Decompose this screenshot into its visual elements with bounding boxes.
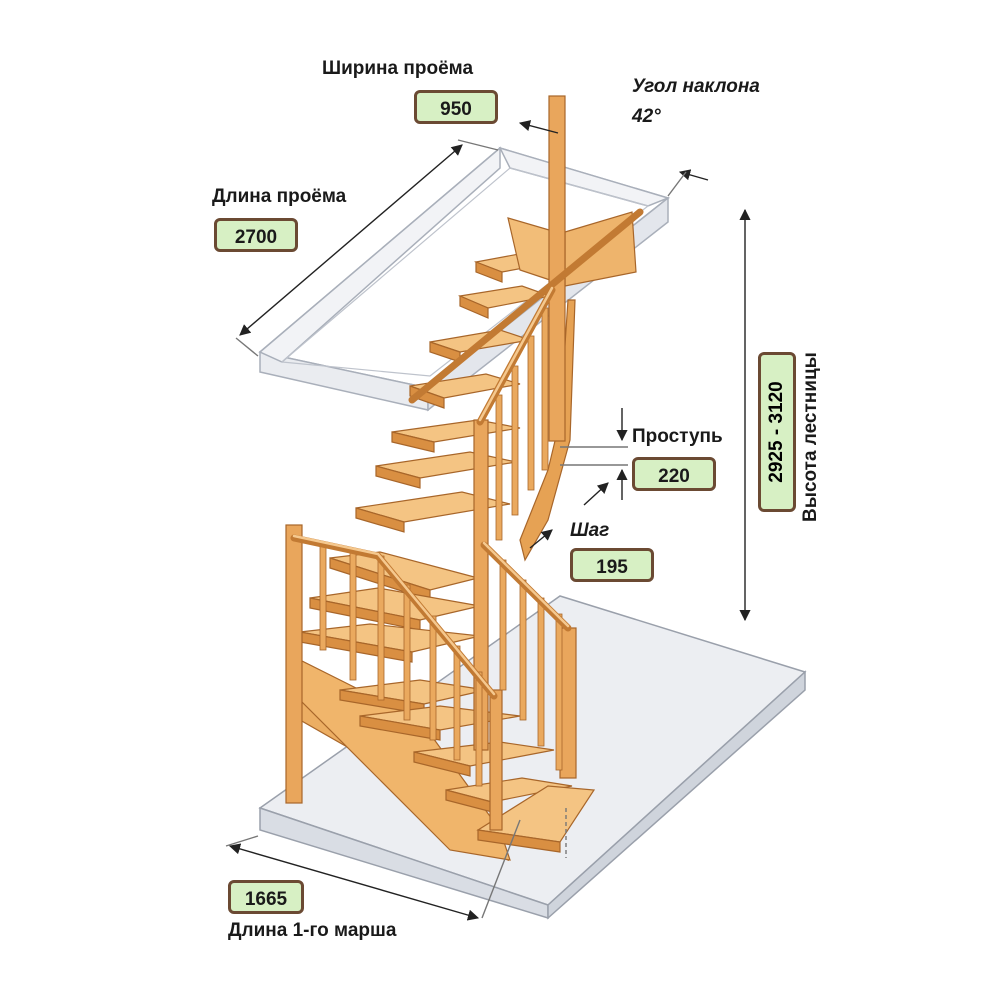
balusters bbox=[319, 307, 563, 787]
opening-length-label: Длина проёма bbox=[212, 186, 347, 207]
baluster bbox=[429, 615, 437, 741]
baluster bbox=[541, 307, 549, 471]
lower-tread-nosing bbox=[477, 829, 561, 853]
step-label: Шаг bbox=[570, 520, 610, 541]
step-value: 195 bbox=[570, 548, 654, 582]
first-flight-label: Длина 1-го марша bbox=[228, 920, 397, 941]
stair-height-label: Высота лестницы bbox=[800, 352, 821, 522]
step-dimension bbox=[583, 482, 609, 506]
baluster bbox=[319, 544, 327, 651]
baluster bbox=[349, 549, 357, 681]
baluster bbox=[499, 559, 507, 691]
newel-posts bbox=[285, 95, 577, 831]
incline-angle-value: 42° bbox=[632, 106, 661, 127]
opening-width-dimension bbox=[518, 120, 559, 134]
lower-tread-nosing bbox=[413, 751, 471, 777]
baluster bbox=[511, 365, 519, 516]
baluster bbox=[527, 335, 535, 491]
first-flight-dimension bbox=[228, 843, 480, 921]
opening-length-value: 2700 bbox=[214, 218, 298, 252]
lower-tread-nosing bbox=[359, 715, 441, 741]
opening-width-label: Ширина проёма bbox=[322, 58, 474, 79]
incline-angle-label: Угол наклона bbox=[632, 76, 760, 97]
baluster bbox=[403, 584, 411, 721]
opening-width-value: 950 bbox=[414, 90, 498, 124]
tread-value: 220 bbox=[632, 457, 716, 491]
baluster bbox=[537, 597, 545, 747]
tread-label: Проступь bbox=[632, 426, 723, 447]
baluster bbox=[475, 671, 483, 787]
baluster bbox=[377, 555, 385, 701]
stringers bbox=[297, 299, 576, 862]
baluster bbox=[495, 394, 503, 541]
stair-height-value-box: 2925 - 3120 bbox=[758, 352, 796, 512]
first-flight-value: 1665 bbox=[228, 880, 304, 914]
opening-length-dimension bbox=[239, 144, 463, 336]
upper-tread-nosing bbox=[355, 507, 405, 533]
upper-tread-nosing bbox=[475, 261, 503, 283]
stair-height-value: 2925 - 3120 bbox=[766, 381, 787, 483]
baluster bbox=[555, 613, 563, 771]
dimension-lines bbox=[225, 120, 751, 921]
upper-tread-nosing bbox=[391, 431, 435, 453]
baluster bbox=[453, 645, 461, 761]
upper-tread-nosing bbox=[375, 465, 421, 489]
baluster bbox=[519, 579, 527, 721]
handrails-highlight bbox=[292, 286, 570, 696]
